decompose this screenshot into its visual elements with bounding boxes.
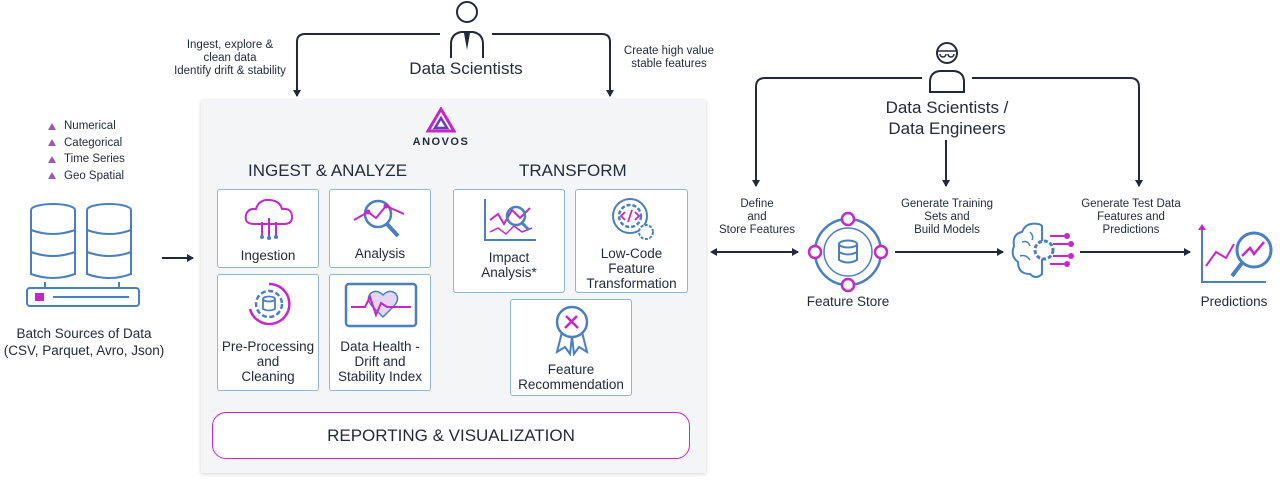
ds-to-ingest-arrow: [293, 33, 440, 97]
impact-analysis-card: Impact Analysis*: [453, 189, 565, 293]
impact-analysis-label: Impact Analysis*: [481, 250, 537, 280]
legend-item: Time Series: [48, 151, 125, 168]
anovos-logo-text: ANOVOS: [412, 136, 470, 148]
data-health-label: Data Health - Drift and Stability Index: [337, 339, 423, 384]
preprocessing-label: Pre-Processing and Cleaning: [221, 339, 315, 384]
cloud-upload-icon: [244, 198, 294, 240]
de-to-test-arrow: [972, 77, 1143, 187]
data-engineer-person-icon: [929, 42, 965, 93]
predictions-label: Predictions: [1200, 294, 1268, 309]
test-data-label: Generate Test Data Features and Predicti…: [1081, 198, 1181, 236]
legend-item: Geo Spatial: [48, 168, 125, 185]
reporting-label: REPORTING & VISUALIZATION: [327, 426, 575, 445]
impact-chart-icon: [484, 199, 536, 241]
triangle-bullet-icon: [48, 155, 56, 163]
low-code-label: Low-Code Feature Transformation: [586, 246, 677, 291]
predictions-chart-icon: [1198, 224, 1273, 283]
heart-monitor-icon: [344, 282, 418, 328]
data-scientist-person-icon: [450, 1, 484, 58]
triangle-bullet-icon: [48, 172, 56, 180]
transform-heading: TRANSFORM: [519, 161, 627, 180]
anovos-logo-icon: [426, 107, 456, 133]
reporting-visualization-bar: REPORTING & VISUALIZATION: [212, 412, 690, 459]
feature-store-label: Feature Store: [806, 294, 890, 309]
triangle-bullet-icon: [48, 122, 56, 130]
legend-item: Numerical: [48, 118, 125, 135]
ingestion-label: Ingestion: [240, 248, 296, 263]
training-label: Generate Training Sets and Build Models: [900, 198, 994, 236]
preprocessing-card: Pre-Processing and Cleaning: [217, 274, 319, 391]
ml-brain-icon: [1011, 222, 1074, 278]
code-gear-icon: [612, 198, 654, 240]
award-ribbon-icon: [555, 305, 589, 356]
database-server-icon: [26, 203, 140, 307]
feature-recommendation-card: Feature Recommendation: [510, 299, 632, 396]
analysis-magnifier-icon: [353, 199, 405, 238]
legend-item: Categorical: [48, 135, 125, 152]
gear-database-icon: [248, 282, 291, 326]
ingest-analyze-heading: INGEST & ANALYZE: [248, 161, 408, 180]
batch-sources-label: Batch Sources of Data (CSV, Parquet, Avr…: [3, 326, 165, 358]
ds-to-transform-arrow: [492, 33, 614, 97]
analysis-label: Analysis: [354, 246, 406, 261]
feature-recommendation-label: Feature Recommendation: [518, 362, 624, 392]
de-to-define-arrow: [752, 77, 922, 187]
analysis-card: Analysis: [329, 189, 431, 268]
anovos-panel: ANOVOS INGEST & ANALYZE TRANSFORM Ingest…: [201, 100, 706, 473]
ingest-note: Ingest, explore & clean data Identify dr…: [174, 39, 286, 77]
data-engineers-label: Data Scientists / Data Engineers: [885, 98, 1009, 138]
data-type-legend: Numerical Categorical Time Series Geo Sp…: [48, 118, 125, 184]
low-code-card: Low-Code Feature Transformation: [575, 189, 688, 293]
triangle-bullet-icon: [48, 139, 56, 147]
feature-store-icon: [807, 211, 889, 293]
create-features-note: Create high value stable features: [623, 45, 715, 70]
ingestion-card: Ingestion: [217, 189, 319, 268]
data-scientists-label: Data Scientists: [409, 59, 523, 78]
data-health-card: Data Health - Drift and Stability Index: [329, 274, 431, 391]
define-store-label: Define and Store Features: [718, 198, 796, 236]
